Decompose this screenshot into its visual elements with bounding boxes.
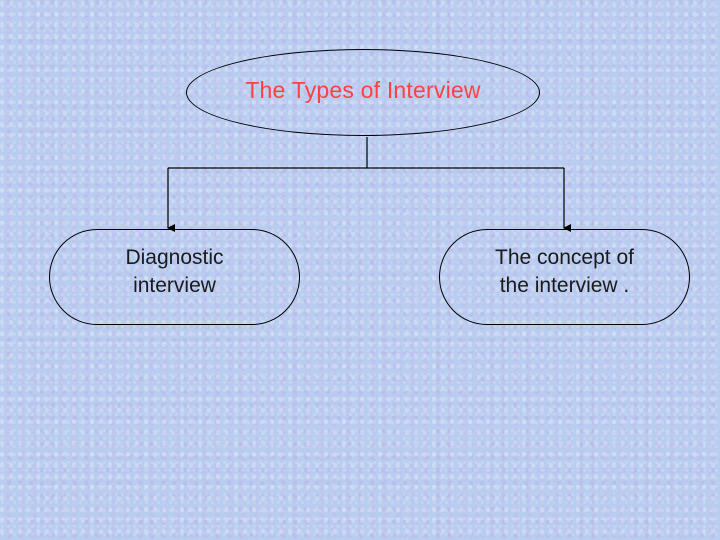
child-node-text: Diagnostic interview [125, 244, 223, 300]
child-node-line: interview [133, 274, 216, 297]
child-node-diagnostic-interview: Diagnostic interview [49, 229, 300, 325]
child-node-line: the interview . [499, 274, 630, 297]
root-node-label: The Types of Interview [245, 77, 481, 103]
child-node-concept-of-interview: The concept of the interview . [439, 229, 690, 325]
child-node-line: The concept of [495, 246, 634, 269]
root-node-types-of-interview: The Types of Interview [186, 49, 540, 136]
child-node-text: The concept of the interview . [495, 244, 634, 300]
child-node-line: Diagnostic [125, 246, 224, 269]
